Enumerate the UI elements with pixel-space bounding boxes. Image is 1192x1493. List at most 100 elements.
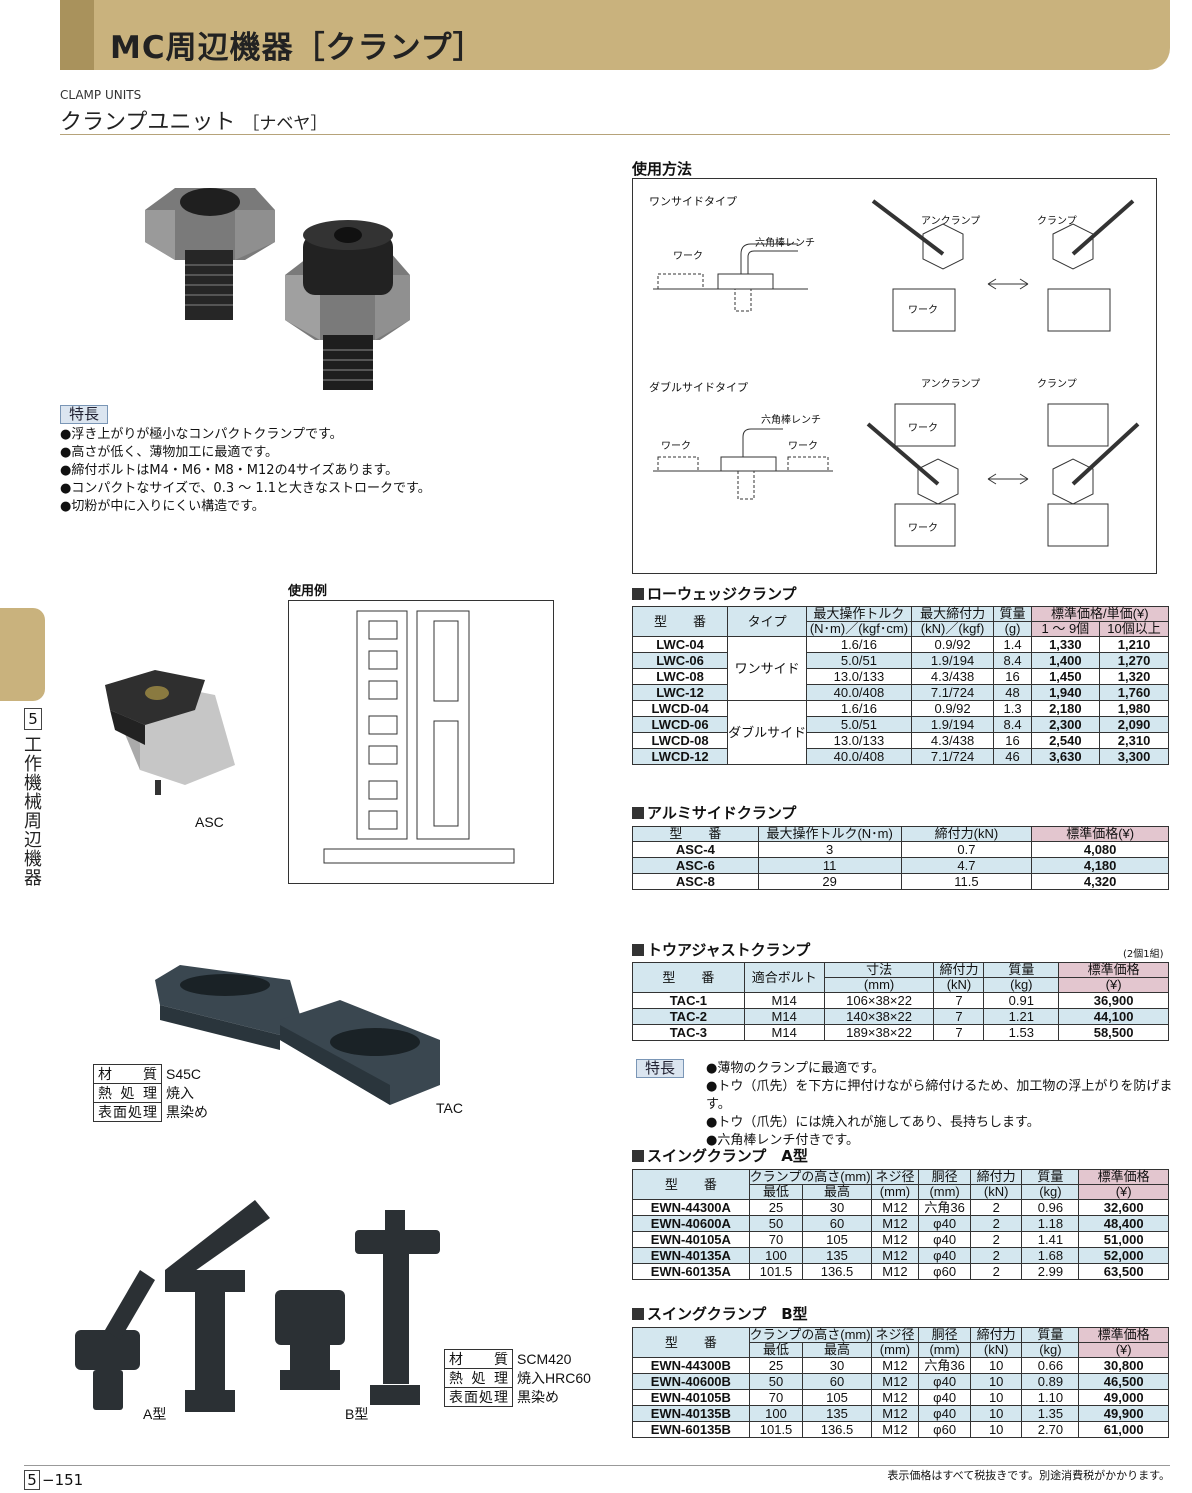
page-title: MC周辺機器［クランプ］: [110, 30, 485, 66]
material-value: SCM420: [517, 1351, 572, 1367]
clamp-label: クランプ: [1037, 216, 1077, 227]
col-model: 型 番: [632, 962, 745, 993]
subtitle-jp: クランプユニット ［ナベヤ］: [60, 110, 328, 135]
col-model: 型 番: [631, 606, 729, 637]
example-diagram: [288, 600, 554, 884]
lwc-title: ローウェッジクランプ: [632, 583, 797, 604]
ewn-a-table: 型 番 クランプの高さ(mm) ネジ径 胴径 締付力 質量 標準価格 最低 最高…: [632, 1169, 1169, 1280]
heat-treatment-key: 熱処理: [93, 1083, 162, 1103]
col-model: 型 番: [632, 1169, 750, 1200]
material-key: 材 質: [93, 1064, 162, 1084]
col-force-unit: (kN): [969, 1184, 1023, 1200]
example-title: 使用例: [288, 584, 328, 599]
heat-treatment-key: 熱処理: [444, 1368, 513, 1388]
col-force: 締付力: [969, 1327, 1023, 1343]
ewn-a-title: スイングクランプ A型: [632, 1145, 808, 1166]
col-dia-unit: (mm): [918, 1184, 971, 1200]
col-price: 標準価格/単価(¥): [1030, 606, 1170, 622]
work-label: ワーク: [673, 251, 703, 262]
usage-drawing: [653, 199, 1140, 547]
col-height: クランプの高さ(mm): [748, 1169, 872, 1185]
col-force: 締付力: [933, 962, 985, 978]
col-mass: 質量: [993, 606, 1032, 622]
col-force: 締付力: [969, 1169, 1023, 1185]
feature-item: ●トウ（爪先）を下方に押付けながら締付けるため、加工物の浮上がりを防げます。: [706, 1079, 1173, 1112]
heat-treatment-value: 焼入: [166, 1085, 194, 1101]
tac-product-image: [155, 965, 440, 1105]
col-price-unit: (¥): [1078, 1342, 1169, 1358]
features-section: 特長 ●浮き上がりが極小なコンパクトクランプです。 ●高さが低く、薄物加工に最適…: [60, 404, 431, 516]
col-mass-unit: (g): [993, 621, 1032, 637]
feature-item: ●高さが低く、薄物加工に最適です。: [60, 445, 279, 460]
surface-treatment-value: 黒染め: [166, 1104, 208, 1120]
lwc-table: 型 番 タイプ 最大操作トルク 最大締付力 質量 標準価格/単価(¥) (N･m…: [631, 606, 1170, 765]
col-force-unit: (kN): [969, 1342, 1023, 1358]
unclamp-label: アンクランプ: [921, 379, 981, 390]
chapter-tab: [0, 608, 45, 701]
subtitle-en: CLAMP UNITS: [60, 88, 142, 102]
col-bolt: 適合ボルト: [743, 962, 825, 993]
col-torque: 最大操作トルク: [806, 606, 912, 622]
col-price-10plus: 10個以上: [1099, 621, 1169, 637]
chapter-number: 5: [24, 708, 42, 730]
col-price: 標準価格: [1058, 962, 1169, 978]
example-drawing: [323, 610, 515, 864]
col-max: 最高: [802, 1342, 872, 1358]
header-banner: [60, 0, 1170, 70]
header-banner-tab: [60, 0, 94, 70]
tac-label: TAC: [436, 1100, 463, 1116]
col-force-unit: (kN): [933, 977, 985, 993]
subtitle-rule: [60, 134, 1170, 135]
col-mass: 質量: [1021, 1169, 1080, 1185]
feature-item: ●トウ（爪先）には焼入れが施してあり、長持ちします。: [706, 1115, 1040, 1130]
col-model: 型 番: [632, 826, 759, 842]
asc-label: ASC: [195, 814, 224, 830]
col-force: 最大締付力: [910, 606, 995, 622]
usage-title: 使用方法: [632, 160, 693, 178]
col-force-unit: (kN)／(kgf): [910, 621, 995, 637]
asc-product-image: [105, 670, 235, 795]
col-dim: 寸法: [823, 962, 935, 978]
work-label: ワーク: [908, 523, 938, 534]
feature-item: ●切粉が中に入りにくい構造です。: [60, 499, 265, 514]
col-screw-unit: (mm): [870, 1342, 920, 1358]
features-label: 特長: [60, 405, 109, 424]
asc-title: アルミサイドクランプ: [632, 802, 796, 823]
tac-features: ●薄物のクランプに最適です。 ●トウ（爪先）を下方に押付けながら締付けるため、加…: [706, 1060, 1192, 1150]
tax-note: 表示価格はすべて税抜きです。別途消費税がかかります。: [887, 1469, 1170, 1482]
col-torque-unit: (N･m)／(kgf･cm): [806, 621, 912, 637]
col-mass: 質量: [1021, 1327, 1080, 1343]
surface-treatment-key: 表面処理: [93, 1102, 162, 1122]
col-price-1-9: 1 ～ 9個: [1030, 621, 1101, 637]
col-price: 標準価格: [1078, 1327, 1169, 1343]
page-number: 5−151: [24, 1470, 85, 1490]
col-dia-unit: (mm): [918, 1342, 971, 1358]
col-mass-unit: (kg): [1021, 1184, 1080, 1200]
tac-note: (2個1組): [1123, 949, 1164, 960]
surface-treatment-key: 表面処理: [444, 1387, 513, 1407]
work-label: ワーク: [661, 441, 691, 452]
heat-treatment-value: 焼入HRC60: [517, 1370, 591, 1386]
unclamp-label: アンクランプ: [921, 216, 981, 227]
work-label: ワーク: [788, 441, 818, 452]
surface-treatment-value: 黒染め: [517, 1389, 559, 1405]
type-one-side: ワンサイド: [727, 636, 808, 701]
col-screw-unit: (mm): [870, 1184, 920, 1200]
feature-item: ●六角棒レンチ付きです。: [706, 1133, 860, 1148]
